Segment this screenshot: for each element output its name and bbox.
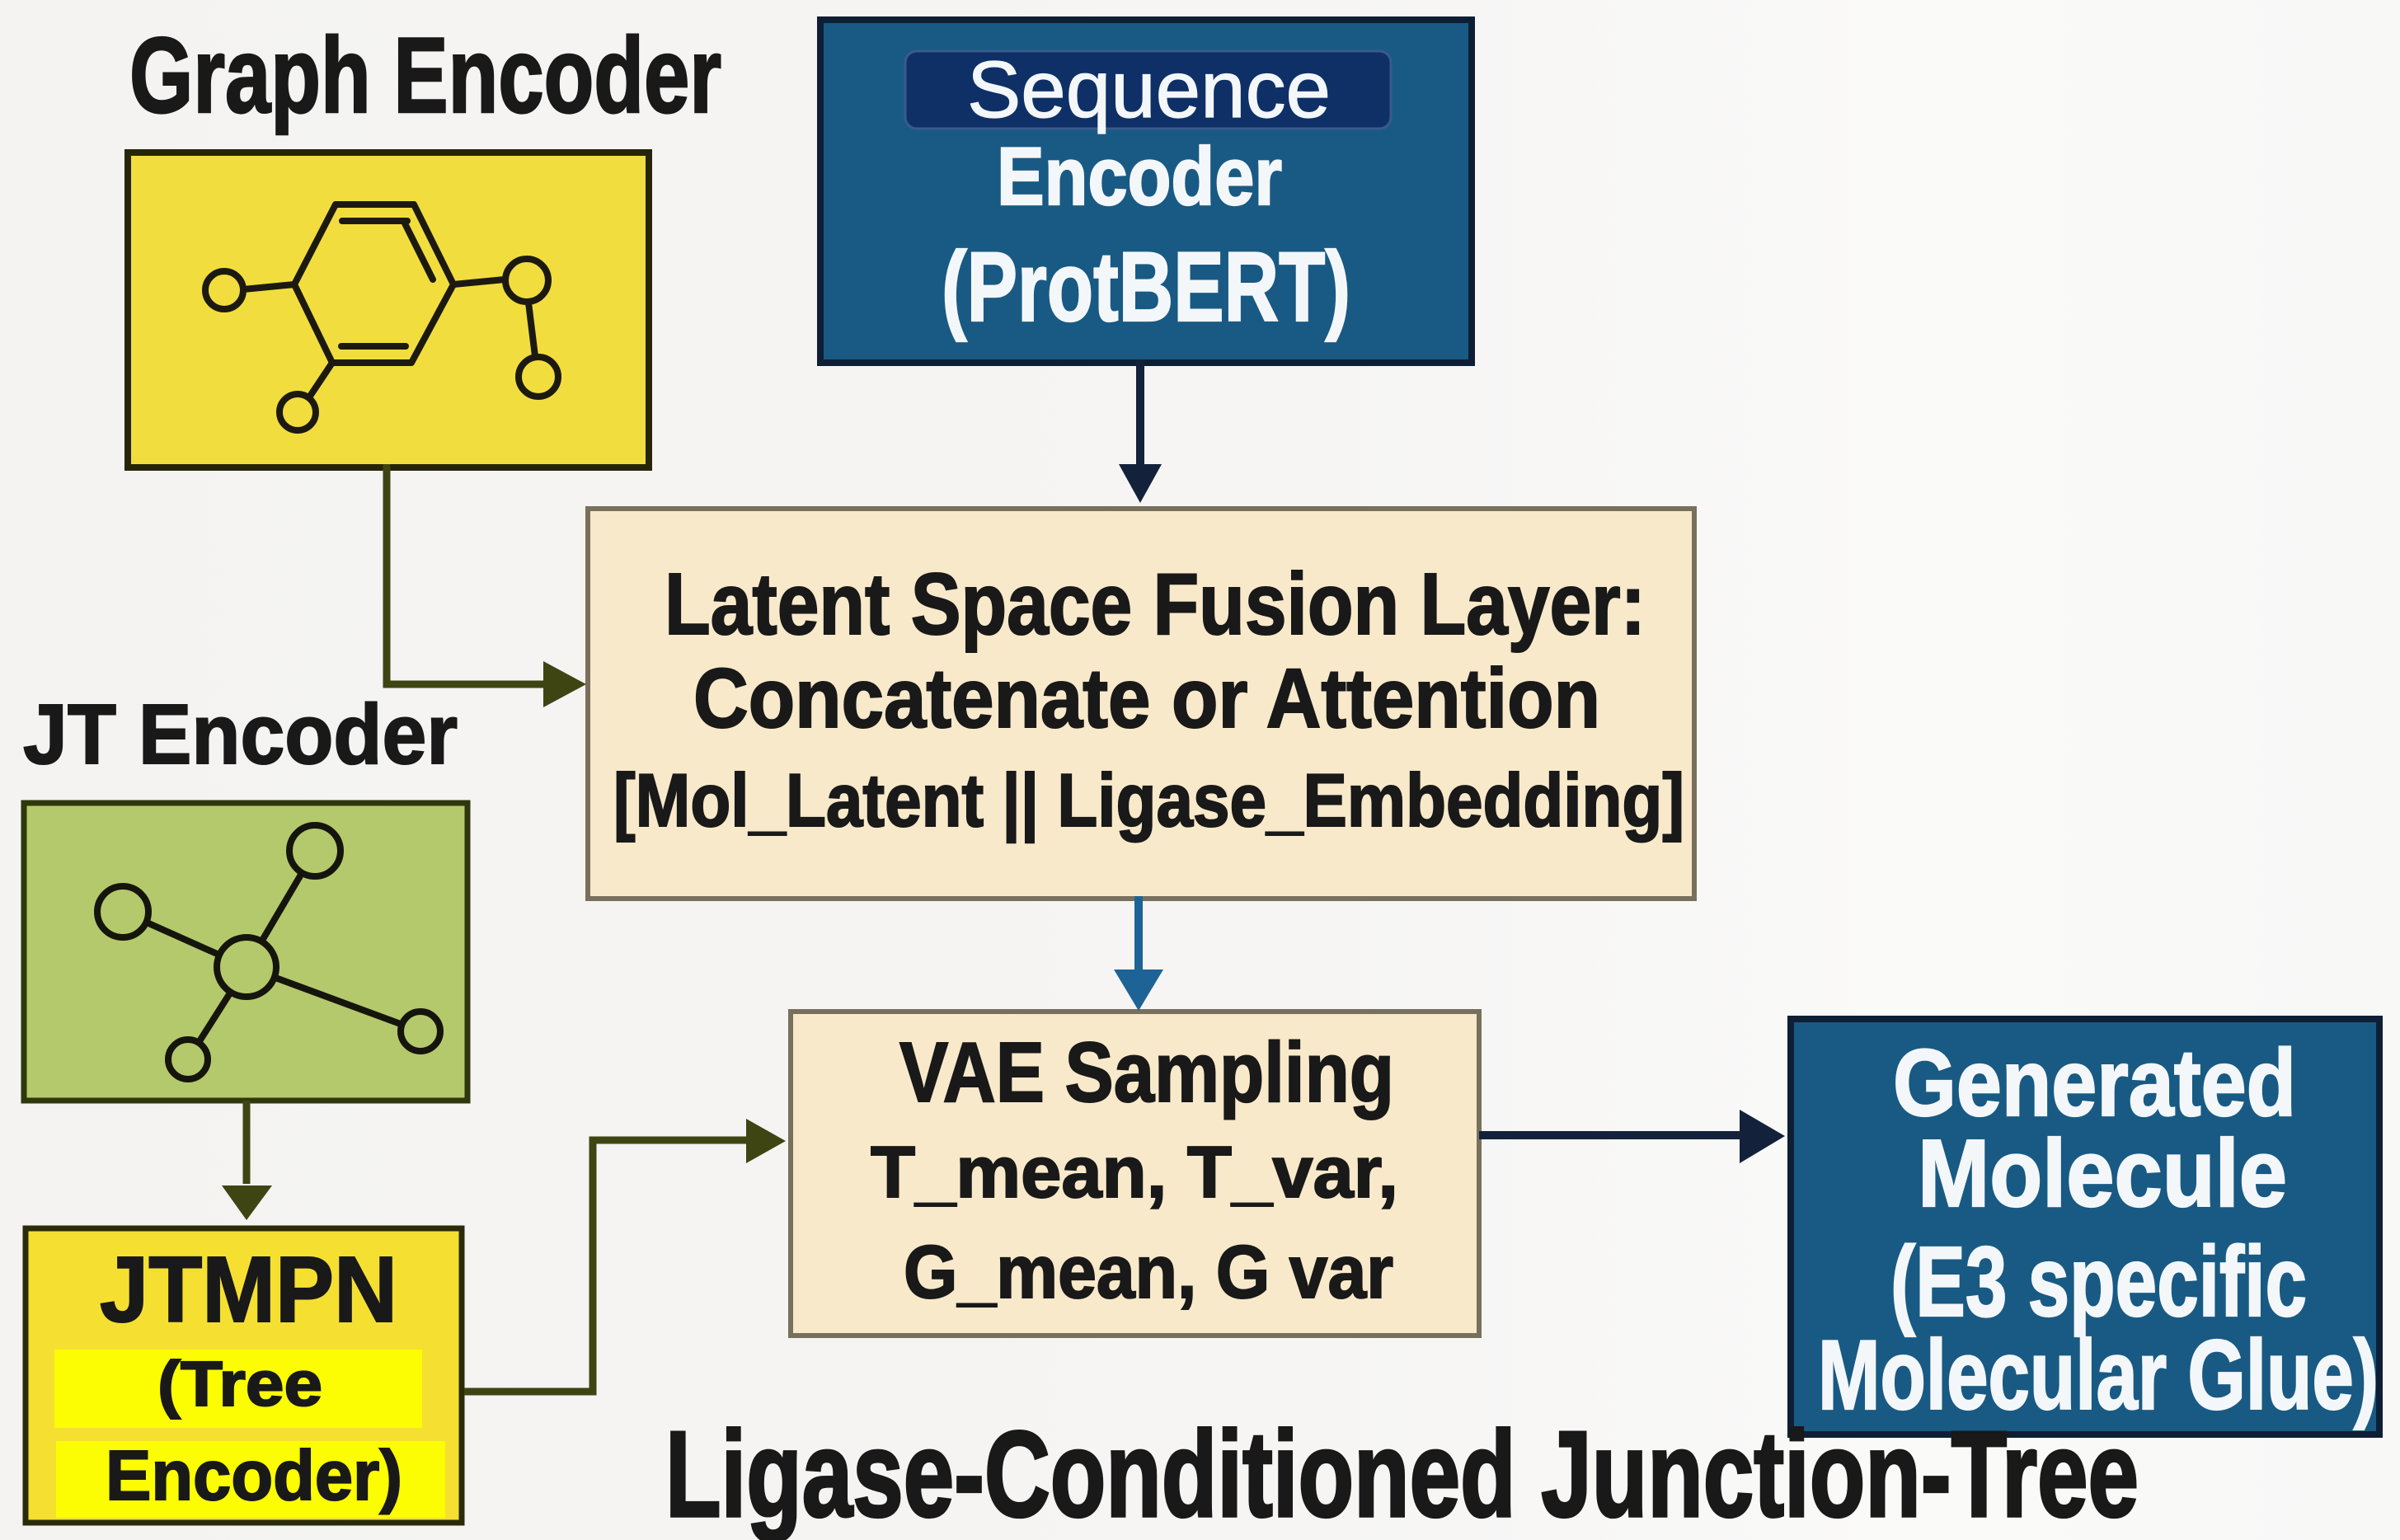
svg-text:T_mean, T_var,: T_mean, T_var, [871, 1131, 1398, 1213]
svg-text:Molecule: Molecule [1918, 1120, 2287, 1227]
svg-text:JTMPN: JTMPN [100, 1237, 397, 1341]
svg-text:(ProtBERT): (ProtBERT) [942, 232, 1350, 342]
svg-text:VAE Sampling: VAE Sampling [899, 1025, 1394, 1120]
svg-text:Molecular Glue): Molecular Glue) [1818, 1320, 2379, 1430]
svg-text:(E3 specific: (E3 specific [1890, 1225, 2307, 1337]
svg-text:Sequence: Sequence [967, 45, 1331, 134]
svg-text:Graph Encoder: Graph Encoder [129, 15, 721, 135]
svg-text:Ligase-Conditioned Junction-Tr: Ligase-Conditioned Junction-Tree [665, 1406, 2139, 1540]
svg-text:G_mean, G var: G_mean, G var [904, 1231, 1393, 1314]
svg-text:JT Encoder: JT Encoder [23, 687, 458, 782]
svg-text:Generated: Generated [1893, 1031, 2296, 1136]
svg-text:Latent Space Fusion Layer:: Latent Space Fusion Layer: [665, 556, 1646, 653]
svg-text:Encoder: Encoder [997, 130, 1282, 222]
svg-text:[Mol_Latent || Ligase_Embeddin: [Mol_Latent || Ligase_Embedding] [613, 759, 1684, 843]
svg-text:Concatenate or Attention: Concatenate or Attention [693, 651, 1600, 745]
svg-text:Encoder): Encoder) [106, 1437, 402, 1515]
svg-text:(Tree: (Tree [157, 1349, 322, 1420]
